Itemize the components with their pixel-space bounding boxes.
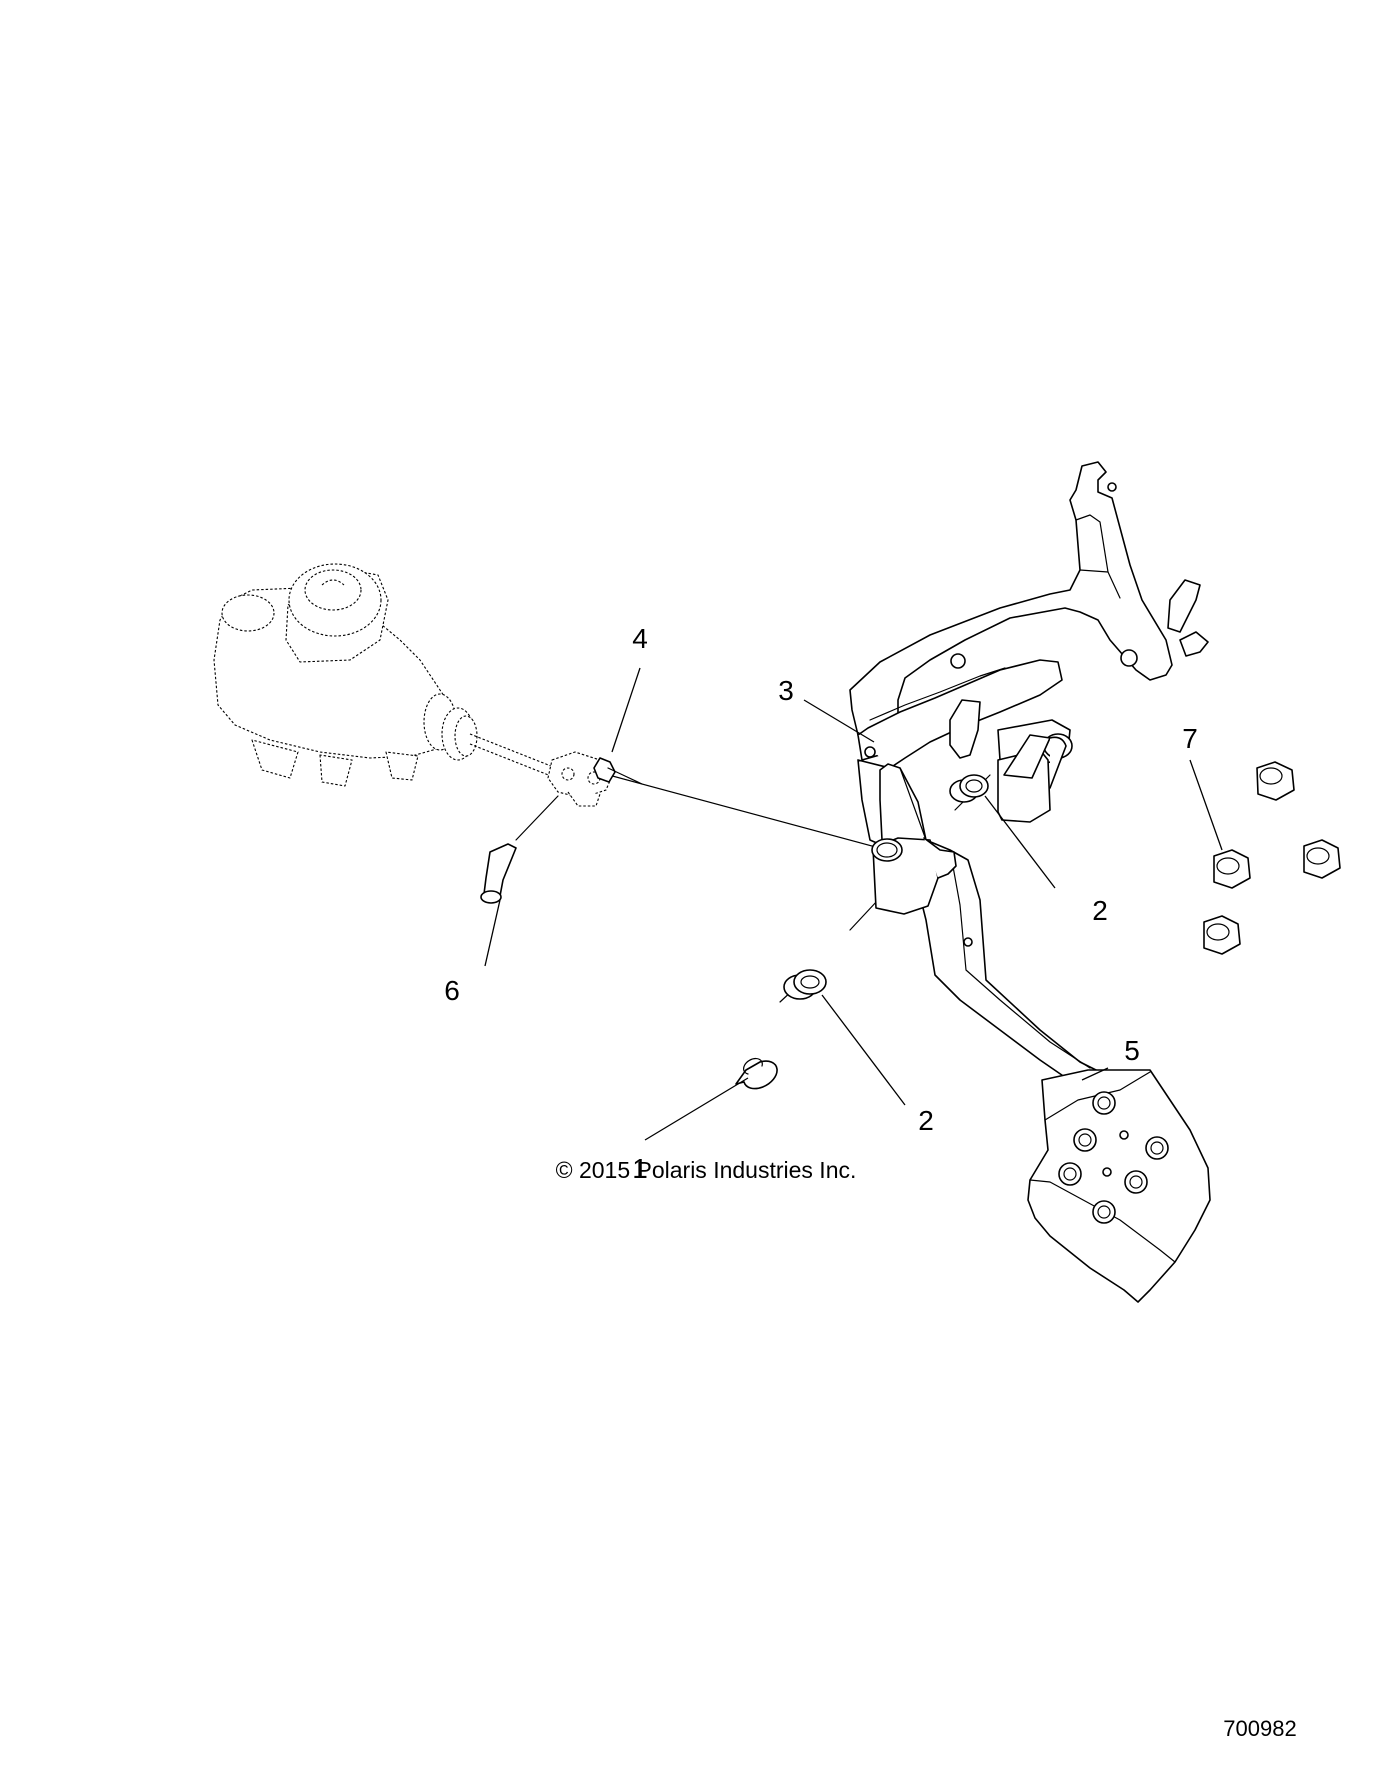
flange-nut-icon bbox=[1256, 761, 1295, 801]
master-cylinder-icon bbox=[213, 563, 557, 787]
pedal-bracket-icon bbox=[849, 461, 1209, 849]
callout-2-upper: 2 bbox=[1092, 895, 1108, 926]
callout-4: 4 bbox=[632, 623, 648, 654]
copyright-notice: © 2015 Polaris Industries Inc. bbox=[556, 1157, 857, 1183]
callout-6: 6 bbox=[444, 975, 460, 1006]
clevis-pin-icon bbox=[480, 843, 517, 904]
leader-lines bbox=[484, 667, 1223, 1141]
callout-3: 3 bbox=[778, 675, 794, 706]
e-clip-icon bbox=[735, 1057, 778, 1090]
callout-2-lower: 2 bbox=[918, 1105, 934, 1136]
document-number: 700982 bbox=[1223, 1716, 1296, 1741]
bushing-icon bbox=[783, 969, 827, 1000]
flange-nut-icon bbox=[1303, 839, 1341, 879]
callout-1: 1 bbox=[632, 1153, 648, 1184]
cotter-pin-icon bbox=[593, 757, 643, 785]
flange-nut-icon bbox=[1203, 915, 1241, 955]
callout-5: 5 bbox=[1124, 1035, 1140, 1066]
brake-pedal-icon bbox=[871, 763, 1211, 1303]
flange-nut-icon bbox=[1213, 849, 1251, 889]
bushing-icon bbox=[949, 774, 989, 803]
callout-7: 7 bbox=[1182, 723, 1198, 754]
